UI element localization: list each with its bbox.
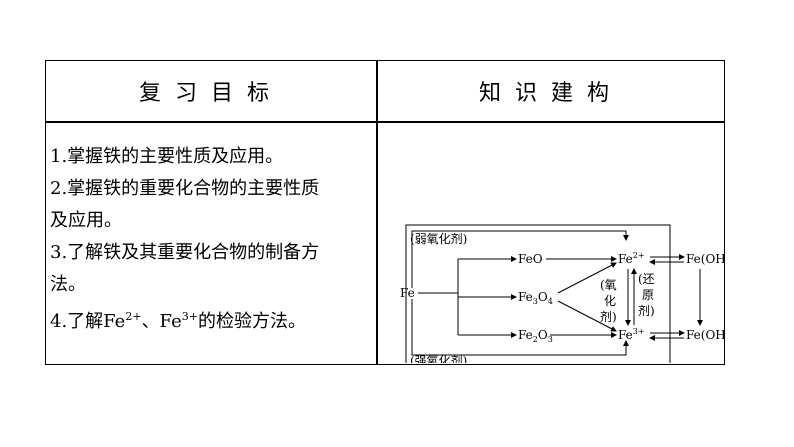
header-knowledge-construction: 知识建构	[478, 81, 623, 106]
oxidant-label-3: 剂)	[600, 309, 617, 324]
goal4-sup-fe2: 2+	[125, 310, 142, 323]
knowledge-table: 复习目标 知识建构 1.掌握铁的主要性质及应用。 2.掌握铁的重要化合物的主要性…	[45, 60, 725, 365]
goal4-sup-fe3: 3+	[181, 310, 198, 323]
fe3-ion-label: Fe3+	[618, 327, 645, 342]
header-review-goals: 复习目标	[138, 81, 283, 106]
weak-oxidant-arrow	[411, 230, 629, 288]
fe2-ion-label: Fe2+	[618, 251, 645, 266]
diagram-frame	[405, 224, 671, 363]
fe-label: Fe	[400, 286, 415, 300]
goal4-suffix: 的检验方法。	[197, 311, 306, 332]
strong-oxidant-arrow	[411, 299, 629, 356]
oxidant-label-1: (氧	[600, 278, 617, 292]
feo-label: FeO	[518, 252, 543, 266]
goal-line: 1.掌握铁的主要性质及应用。	[50, 146, 284, 167]
arrow-fe3o4-to-fe3	[557, 300, 617, 332]
iron-conversion-diagram: Fe (弱氧化剂) (强氧化剂) FeO Fe3O4 Fe2O3 Fe2+ Fe…	[400, 224, 724, 363]
reductant-label-3: 剂)	[638, 303, 655, 318]
fe2o3-label: Fe2O3	[518, 328, 553, 344]
table-divider-vertical	[376, 61, 378, 364]
oxidant-label-2: 化	[604, 294, 616, 308]
reductant-label-2: 原	[642, 288, 654, 302]
goals-list: 1.掌握铁的主要性质及应用。 2.掌握铁的重要化合物的主要性质 及应用。 3.了…	[50, 141, 372, 338]
weak-oxidant-label: (弱氧化剂)	[410, 231, 467, 246]
fe3o4-label: Fe3O4	[518, 290, 553, 306]
feoh2-label: Fe(OH)2	[686, 252, 724, 268]
goal4-mid: 、Fe	[141, 311, 182, 332]
goal-line: 及应用。	[50, 210, 122, 231]
goal-line: 3.了解铁及其重要化合物的制备方	[50, 242, 320, 263]
feoh3-label: Fe(OH)3	[686, 328, 724, 344]
arrow-fe3o4-to-fe2	[557, 262, 617, 294]
goal-line: 2.掌握铁的重要化合物的主要性质	[50, 178, 320, 199]
strong-oxidant-label: (强氧化剂)	[410, 353, 467, 363]
reductant-label-1: (还	[638, 272, 655, 286]
goal-line: 法。	[50, 274, 86, 295]
table-divider-horizontal	[46, 121, 724, 123]
goal4-prefix: 4.了解Fe	[50, 311, 126, 332]
goal-line-4: 4.了解Fe2+、Fe3+的检验方法。	[50, 301, 372, 338]
